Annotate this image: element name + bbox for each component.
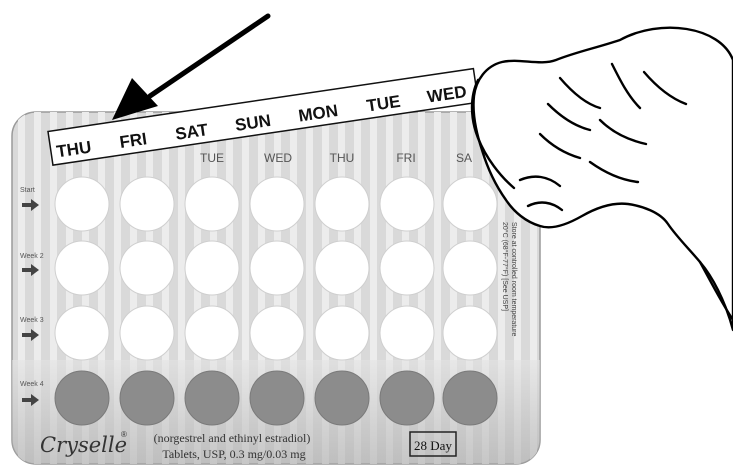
row-label-week-2: Week 2	[20, 253, 44, 260]
inactive-pill	[250, 371, 304, 425]
active-pill	[55, 306, 109, 360]
active-pill	[250, 241, 304, 295]
pack-size-label: 28 Day	[414, 438, 452, 453]
inactive-pill	[185, 371, 239, 425]
active-pill	[315, 241, 369, 295]
active-pill	[315, 306, 369, 360]
storage-text-line-1: Store at controlled room temperature	[510, 222, 517, 336]
active-pill	[443, 306, 497, 360]
active-pill	[443, 177, 497, 231]
card-day-label: WED	[264, 151, 292, 165]
inactive-pill	[443, 371, 497, 425]
inactive-pill	[55, 371, 109, 425]
active-pill	[185, 241, 239, 295]
active-pill	[250, 177, 304, 231]
active-pill	[250, 306, 304, 360]
active-pill	[120, 241, 174, 295]
card-day-label: SA	[456, 151, 472, 165]
active-pill	[120, 177, 174, 231]
inactive-pill	[380, 371, 434, 425]
card-day-label: THU	[330, 151, 355, 165]
active-pill	[185, 306, 239, 360]
active-pill	[443, 241, 497, 295]
active-pill	[55, 241, 109, 295]
active-pill	[380, 306, 434, 360]
active-pill	[380, 241, 434, 295]
row-label-week-4: Week 4	[20, 381, 44, 388]
card-day-label: FRI	[396, 151, 415, 165]
card-day-label: TUE	[200, 151, 224, 165]
active-pill	[55, 177, 109, 231]
storage-text-line-2: 20°C (68°F-77°F) [See USP]	[501, 222, 509, 311]
active-pill	[380, 177, 434, 231]
product-strength: Tablets, USP, 0.3 mg/0.03 mg	[162, 447, 305, 461]
brand-registered-mark: ®	[121, 430, 127, 439]
active-pill	[185, 177, 239, 231]
inactive-pill	[120, 371, 174, 425]
row-label-start: Start	[20, 187, 35, 194]
active-pill	[120, 306, 174, 360]
active-pill	[315, 177, 369, 231]
row-label-week-3: Week 3	[20, 317, 44, 324]
brand-logo: Cryselle	[40, 433, 127, 457]
inactive-pill	[315, 371, 369, 425]
sticker-day-label: FRI	[118, 129, 148, 152]
product-name: (norgestrel and ethinyl estradiol)	[154, 431, 311, 445]
